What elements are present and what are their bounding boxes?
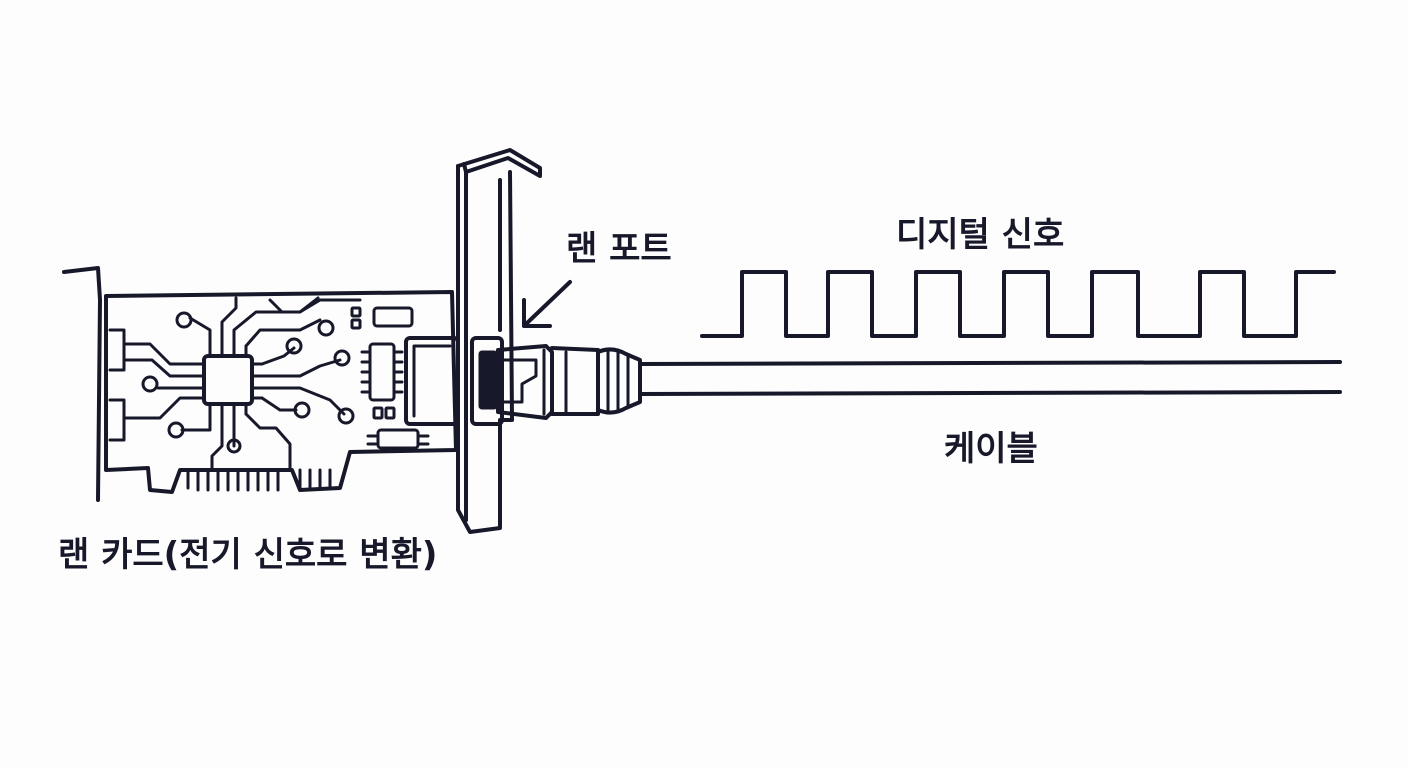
card-side-notch-bottom — [108, 398, 126, 442]
circuit-traces — [122, 296, 362, 472]
digital-signal-label: 디지털 신호 — [896, 215, 1065, 255]
lan-port-label: 랜 포트 — [566, 229, 672, 269]
main-chip — [192, 344, 264, 416]
small-components — [350, 306, 430, 450]
card-side-notch-top — [108, 328, 126, 372]
card-jack-housing — [404, 336, 460, 426]
digital-signal-wave — [700, 270, 1336, 338]
cable-label: 케이블 — [944, 429, 1038, 469]
edge-connector-pins — [186, 468, 332, 492]
lan-card-label: 랜 카드(전기 신호로 변환) — [58, 535, 438, 575]
lan-card — [62, 266, 460, 502]
metal-bracket — [456, 148, 542, 534]
cable — [638, 360, 1342, 396]
lan-port-arrow — [522, 280, 572, 328]
card-left-tab — [62, 266, 102, 502]
rj45-plug — [496, 344, 642, 420]
